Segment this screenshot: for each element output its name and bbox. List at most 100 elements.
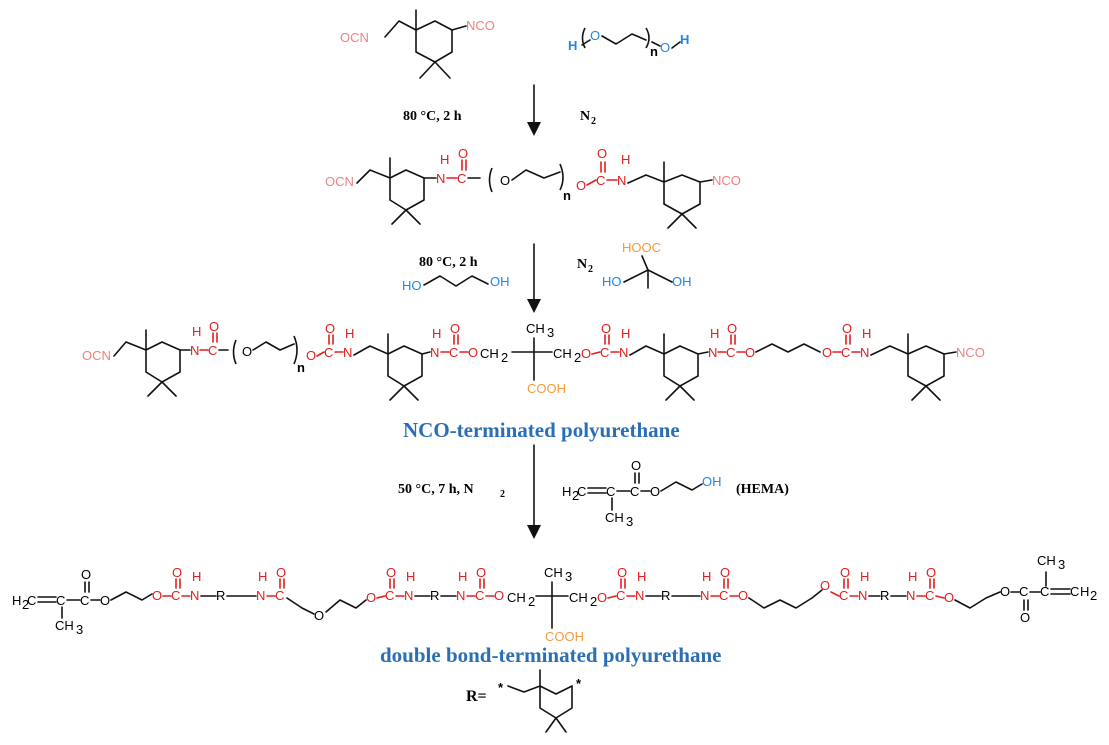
step1-arrow: [527, 84, 541, 136]
dbpu-h2c-sub: 2: [22, 597, 29, 612]
step3-condition: 50 °C, 7 h, N: [398, 482, 474, 497]
ncopu-o4: O: [450, 321, 460, 336]
ncopu-o3: O: [325, 321, 335, 336]
dbpu-o12: O: [617, 565, 627, 580]
urethane-c1: C: [457, 171, 466, 186]
dbpu-n4: N: [456, 588, 465, 603]
urethane-h2: H: [621, 152, 630, 167]
peg-h-left: H: [568, 38, 577, 53]
peg-molecule: H O n O H: [568, 27, 689, 59]
ncopu-cooh: COOH: [527, 381, 566, 396]
ncopu-n: n: [297, 360, 305, 375]
dbpu-r3: R: [661, 588, 670, 603]
step2-arrow: [527, 243, 541, 313]
r-definition: R= * *: [466, 669, 582, 733]
dbpu-ch2-right: C: [1070, 584, 1079, 599]
ncopu-peg-o: O: [242, 344, 252, 359]
dbpu-c5: C: [385, 588, 394, 603]
dbpu-o18: O: [944, 590, 954, 605]
urethane-c2: C: [596, 173, 605, 188]
dbpu-n7: N: [858, 588, 867, 603]
peg-o2: O: [660, 40, 670, 55]
urethane-o3: O: [597, 146, 607, 161]
prepolymer-molecule: OCN N H C O O n O C O N H NCO: [325, 146, 741, 229]
ncopu-o7: O: [601, 321, 611, 336]
ncopu-nco: NCO: [956, 345, 985, 360]
dbpu-c6: C: [475, 588, 484, 603]
ncopu-h5: H: [710, 326, 719, 341]
dbpu-o16: O: [840, 565, 850, 580]
hema-oh: OH: [702, 474, 722, 489]
dbpu-n3: N: [404, 588, 413, 603]
step2-gas: N: [577, 257, 587, 272]
nco-pu-title: NCO-terminated polyurethane: [403, 418, 680, 442]
dbpu-c12: C: [1040, 584, 1049, 599]
dbpu-n8: N: [906, 588, 915, 603]
step3-condition-sub: 2: [500, 489, 505, 500]
hema-h2c: H: [562, 484, 571, 499]
r-star-left: *: [498, 680, 504, 695]
step1-gas: N: [580, 109, 590, 124]
peg-n: n: [650, 44, 658, 59]
nco-group: NCO: [466, 18, 495, 33]
peg-o: O: [590, 28, 600, 43]
dbpu-h2c: H: [12, 593, 21, 608]
ncopu-ocn: OCN: [82, 348, 111, 363]
dbpu-h4: H: [458, 569, 467, 584]
dbpu-c10: C: [925, 588, 934, 603]
dmpa-oh: OH: [672, 274, 692, 289]
dbpu-ch3-right-sub: 3: [1058, 557, 1065, 572]
dbpu-h1: H: [192, 569, 201, 584]
ncopu-c4: C: [600, 345, 609, 360]
dbpu-r1: R: [216, 588, 225, 603]
urethane-h1: H: [440, 152, 449, 167]
ipdi-molecule: OCN NCO: [340, 9, 495, 79]
dbpu-o1: O: [81, 567, 91, 582]
hema-ch3-sub: 3: [626, 514, 633, 529]
dbpu-n2: N: [256, 588, 265, 603]
dmpa: HOOC HO OH: [602, 240, 692, 289]
dbpu-o10: O: [494, 588, 504, 603]
bdo-oh: OH: [490, 274, 510, 289]
ncopu-ch3: CH: [526, 321, 545, 336]
ncopu-h1: H: [192, 324, 201, 339]
dbpu-n6: N: [700, 588, 709, 603]
dbpu-h5: H: [637, 569, 646, 584]
peg-h-right: H: [680, 32, 689, 47]
dbpu-o19: O: [1000, 584, 1010, 599]
hema-o2: O: [650, 484, 660, 499]
prepolymer-ocn: OCN: [325, 174, 354, 189]
dbpu-o11: O: [597, 590, 607, 605]
step3-arrow: [527, 444, 541, 539]
dbpu-c1: C: [56, 593, 65, 608]
dbpu-o8: O: [386, 565, 396, 580]
dbpu-o2: O: [100, 593, 110, 608]
dbpu-c2: C: [80, 593, 89, 608]
db-pu-molecule: H 2 C C CH 3 C O O O C O N H R N H C O: [12, 553, 1097, 644]
ocn-group: OCN: [340, 30, 369, 45]
dbpu-ch2a-sub: 2: [528, 594, 535, 609]
ncopu-o11: O: [842, 321, 852, 336]
dbpu-h2c-c: C: [27, 593, 36, 608]
dmpa-hooc: HOOC: [622, 240, 661, 255]
dbpu-h7: H: [860, 569, 869, 584]
prepolymer-nco: NCO: [712, 173, 741, 188]
butanediol: HO OH: [402, 274, 510, 293]
ncopu-h2c: CH: [480, 346, 499, 361]
step1-gas-sub: 2: [591, 116, 596, 127]
hema-ch3: CH: [605, 510, 624, 525]
dbpu-ch3-right: CH: [1037, 553, 1056, 568]
dbpu-c7: C: [616, 588, 625, 603]
dbpu-ch2b-sub: 2: [590, 594, 597, 609]
dbpu-o6: O: [314, 608, 324, 623]
hema-molecule: H 2 C C CH 3 C O O OH: [562, 458, 722, 529]
dbpu-h6: H: [702, 569, 711, 584]
db-pu-title: double bond-terminated polyurethane: [380, 643, 722, 667]
dbpu-ch3-mid: CH: [544, 565, 563, 580]
dbpu-o13: O: [720, 565, 730, 580]
dbpu-c11: C: [1019, 584, 1028, 599]
hema-o1: O: [631, 458, 641, 473]
urethane-n2: N: [617, 173, 626, 188]
dbpu-ch3-mid-sub: 3: [565, 569, 572, 584]
